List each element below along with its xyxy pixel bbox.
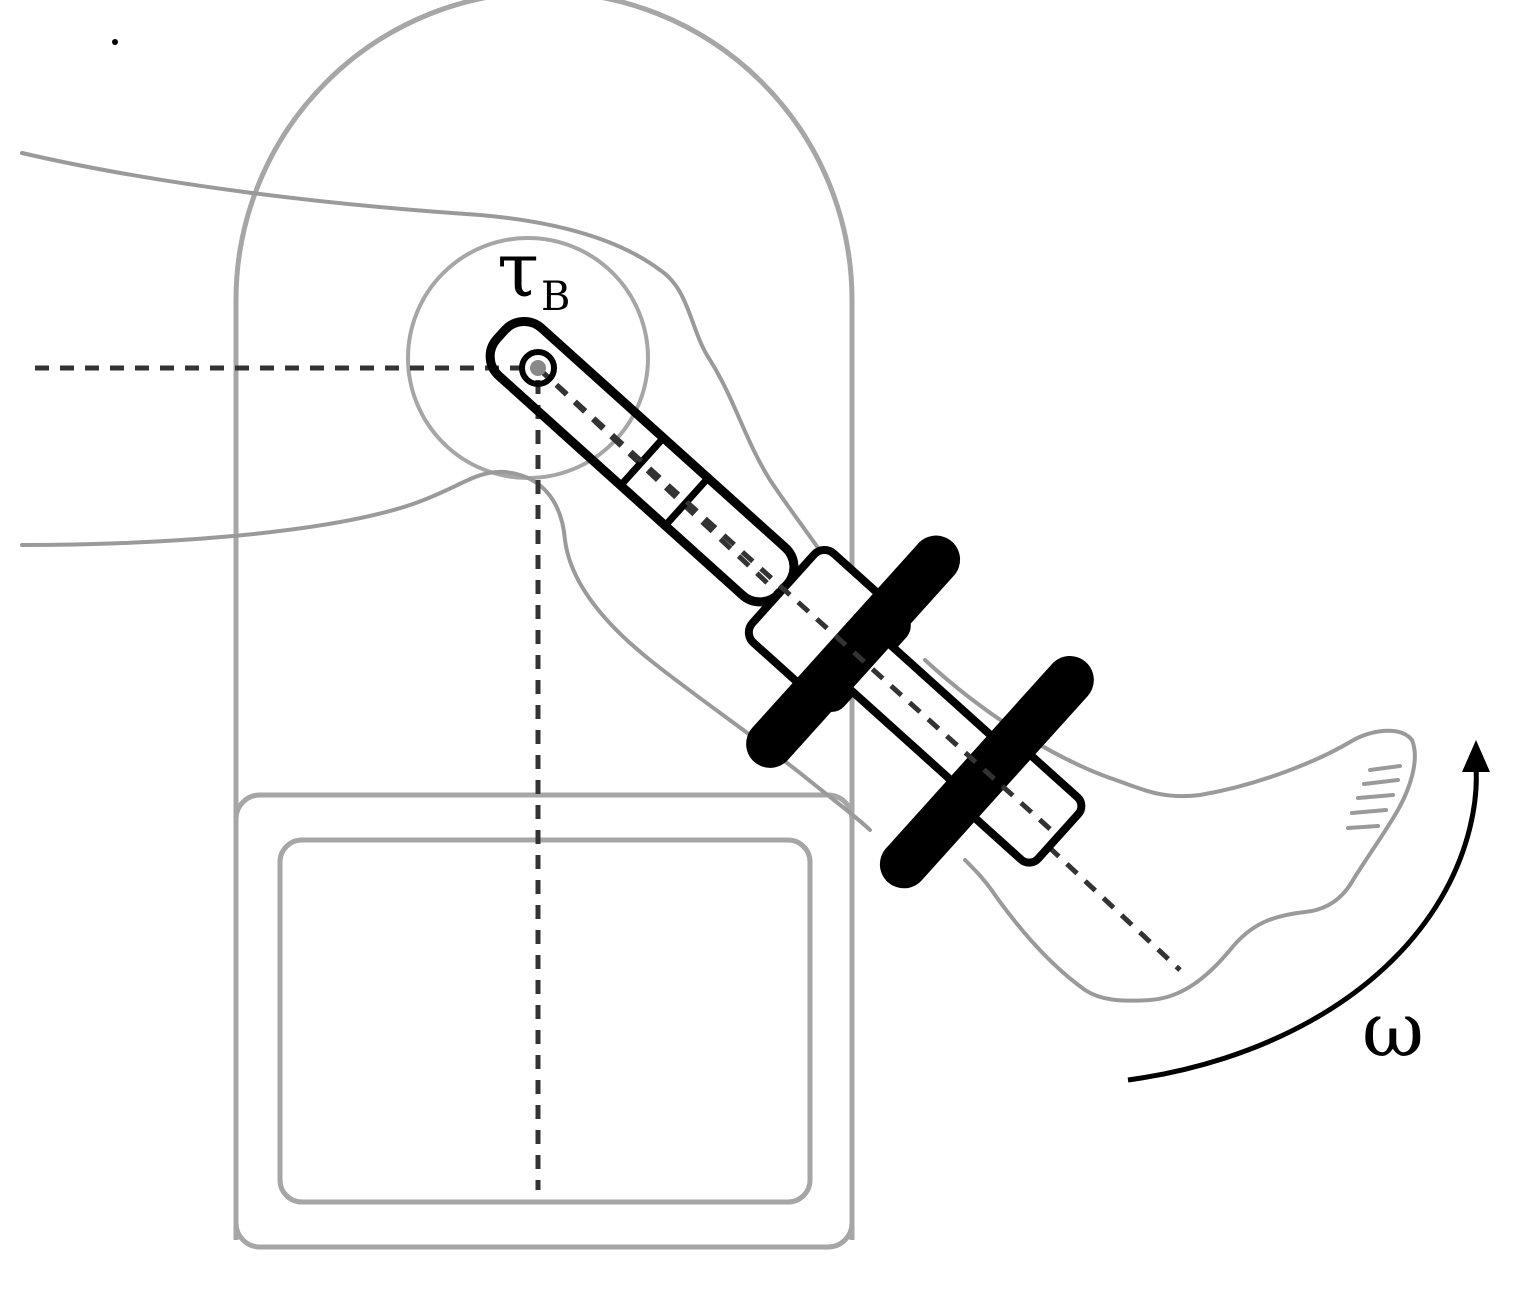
- omega-arrow: [1127, 740, 1490, 1083]
- toe-lines: [1346, 764, 1402, 830]
- strap-upper: [746, 535, 961, 768]
- stray-dot: [112, 39, 118, 45]
- lever-segment-line-1: [618, 435, 667, 488]
- tau-symbol: τ: [497, 225, 540, 314]
- seat-inner: [277, 837, 813, 1205]
- angular-velocity-label: ω: [1362, 985, 1424, 1074]
- lever-arm: [485, 316, 1094, 889]
- reference-lines: [35, 365, 1182, 1190]
- leg-axis-line: [536, 366, 1182, 972]
- seat-outer: [233, 792, 855, 1250]
- omega-arrowhead: [1462, 740, 1490, 772]
- pivot-joint: [519, 349, 557, 387]
- tau-subscript: B: [541, 274, 571, 320]
- torque-label: τB: [497, 232, 570, 318]
- chair-backrest: [233, 0, 855, 1240]
